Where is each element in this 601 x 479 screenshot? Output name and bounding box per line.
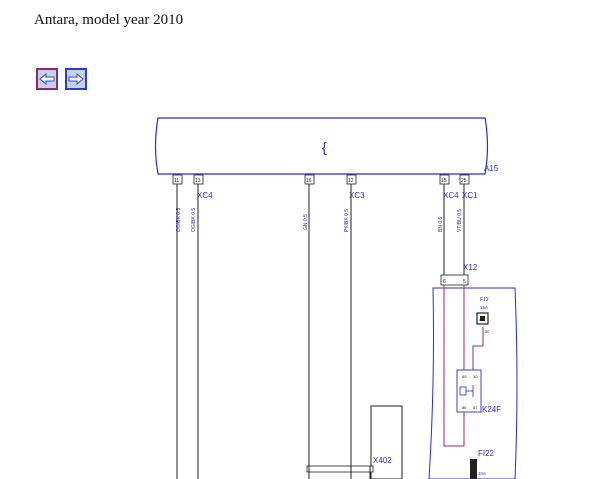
- module-label: A15: [484, 164, 499, 173]
- forward-button[interactable]: [65, 68, 87, 90]
- arrow-left-icon: [39, 73, 55, 85]
- module-glyph: {: [322, 139, 327, 155]
- connector-x402: X402: [373, 456, 392, 465]
- relay-pin-2: 30: [473, 374, 478, 379]
- wire-label-4: PK/BK 0.5: [344, 209, 350, 232]
- wire-label-5: BN 0.5: [438, 216, 444, 232]
- fuse-fi22-name: FI22: [478, 449, 495, 458]
- pin-12: 12: [348, 178, 354, 184]
- page-title: Antara, model year 2010: [34, 12, 184, 28]
- relay-k24f: 85 30 86 87 K24F: [456, 369, 501, 414]
- relay-pin-4: 87: [473, 405, 478, 410]
- wire-label-3: GN 0.5: [303, 214, 309, 230]
- relay-pin-3: 86: [462, 405, 467, 410]
- wire-label-1: OG/BK 0.5: [176, 208, 182, 232]
- wires: [176, 184, 465, 479]
- fuse-fi22-rating: 10A: [478, 471, 486, 476]
- connector-x402-group: X402: [306, 405, 403, 479]
- connector-xc3: XC3: [349, 191, 365, 200]
- fuse-f12-pin-bottom: 30: [485, 329, 490, 334]
- pin-11: 11: [174, 178, 179, 184]
- x12-pin-b: 5: [463, 279, 466, 285]
- connector-xc4-right: XC4: [443, 191, 459, 200]
- fuse-f12: F12 15A 40 30: [476, 297, 490, 334]
- arrow-right-icon: [68, 73, 84, 85]
- relay-pin-1: 85: [462, 374, 467, 379]
- pin-25: 25: [461, 178, 467, 184]
- power-circuit: [443, 285, 484, 447]
- wire-label-2: OG/BK 0.5: [191, 208, 197, 232]
- connector-xc1: XC1: [462, 191, 478, 200]
- fuse-f12-name: F12: [480, 297, 489, 303]
- module-pins: [172, 174, 470, 185]
- fuse-fi22: FI22 10A: [470, 449, 495, 479]
- x12-pin-a: 6: [443, 279, 446, 285]
- connector-xc4-left: XC4: [197, 191, 213, 200]
- connector-x12: X12: [463, 263, 478, 272]
- control-module-a15: { A15: [154, 117, 499, 175]
- relay-label: K24F: [482, 405, 501, 414]
- wire-label-6: VT/BU 0.5: [457, 209, 463, 232]
- fuse-f12-pin-top: 40: [479, 317, 484, 322]
- fuse-f12-rating: 15A: [480, 305, 488, 310]
- pin-15: 15: [441, 178, 447, 184]
- pin-16: 16: [306, 178, 312, 184]
- pin-13: 13: [195, 178, 201, 184]
- back-button[interactable]: [36, 68, 58, 90]
